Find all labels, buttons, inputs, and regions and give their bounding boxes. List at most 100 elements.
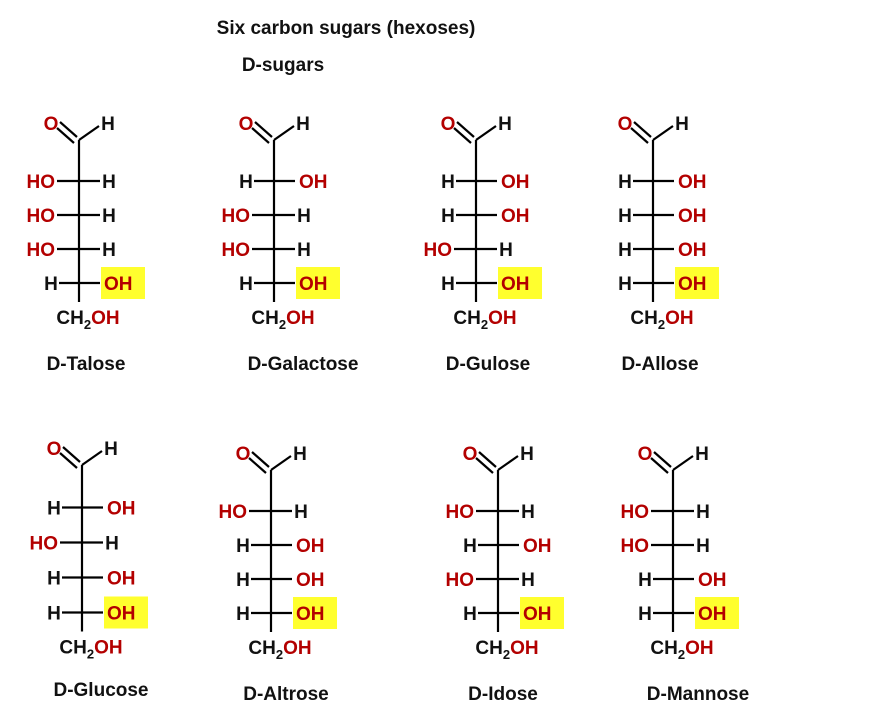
stereocenter-c3-hydroxyl: OH (523, 536, 552, 557)
aldehyde-hydrogen: H (296, 114, 310, 135)
terminal-subscript: 2 (503, 647, 510, 662)
terminal-hydroxyl: OH (94, 638, 123, 659)
terminal-subscript: 2 (276, 647, 283, 662)
stereocenter-c3-hydroxyl: HO (27, 206, 56, 227)
stereocenter-c4-hydrogen: H (297, 240, 311, 261)
terminal-ch: CH (453, 308, 480, 329)
aldehyde-oxygen: O (463, 444, 478, 465)
terminal-hydroxyl: OH (685, 638, 714, 659)
terminal-ch2oh-group: CH2OH (453, 308, 516, 332)
stereocenter-c3-hydrogen: H (297, 206, 311, 227)
stereocenter-c4-hydrogen: H (618, 240, 632, 261)
stereocenter-c2-hydroxyl: HO (621, 502, 650, 523)
double-bond-upper (251, 451, 270, 468)
aldehyde-h-bond (672, 455, 694, 471)
aldehyde-oxygen: O (618, 114, 633, 135)
aldehyde-h-bond (475, 125, 497, 141)
stereocenter-c2-hydrogen: H (618, 172, 632, 193)
terminal-hydroxyl: OH (665, 308, 694, 329)
stereocenter-c5-hydrogen: H (638, 604, 652, 625)
double-bond-upper (62, 446, 81, 463)
sugar-name: D-Gulose (446, 354, 530, 375)
terminal-ch2oh-group: CH2OH (251, 308, 314, 332)
stereocenter-c5-hydroxyl: OH (698, 604, 727, 625)
double-bond-upper (254, 121, 273, 138)
stereocenter-c5-hydroxyl: OH (104, 274, 133, 295)
stereocenter-c2-hydroxyl: HO (219, 502, 248, 523)
aldehyde-h-bond (78, 125, 100, 141)
terminal-ch2oh-group: CH2OH (650, 638, 713, 662)
stereocenter-c5-hydroxyl: OH (299, 274, 328, 295)
double-bond-lower (248, 457, 267, 474)
stereocenter-c5-hydrogen: H (44, 274, 58, 295)
stereocenter-c3-hydroxyl: OH (501, 206, 530, 227)
terminal-ch2oh-group: CH2OH (56, 308, 119, 332)
aldehyde-hydrogen: H (695, 444, 709, 465)
double-bond-lower (59, 452, 78, 469)
double-bond-upper (478, 451, 497, 468)
sugar-name: D-Altrose (243, 684, 329, 705)
stereocenter-c4-hydroxyl: OH (107, 569, 136, 590)
double-bond-lower (650, 457, 669, 474)
aldehyde-oxygen: O (44, 114, 59, 135)
terminal-hydroxyl: OH (91, 308, 120, 329)
diagram-title: Six carbon sugars (hexoses) (217, 18, 476, 39)
stereocenter-c5-hydrogen: H (236, 604, 250, 625)
sugar-name: D-Talose (47, 354, 126, 375)
terminal-hydroxyl: OH (283, 638, 312, 659)
aldehyde-hydrogen: H (498, 114, 512, 135)
stereocenter-c4-hydroxyl: HO (446, 570, 475, 591)
stereocenter-c3-hydroxyl: OH (678, 206, 707, 227)
penultimate-carbon-highlight (293, 597, 337, 629)
penultimate-carbon-highlight (520, 597, 564, 629)
aldehyde-oxygen: O (236, 444, 251, 465)
aldehyde-hydrogen: H (520, 444, 534, 465)
double-bond-lower (630, 127, 649, 144)
terminal-subscript: 2 (279, 317, 286, 332)
stereocenter-c3-hydrogen: H (236, 536, 250, 557)
terminal-ch: CH (56, 308, 83, 329)
stereocenter-c5-hydroxyl: OH (107, 604, 136, 625)
stereocenter-c2-hydroxyl: OH (299, 172, 328, 193)
penultimate-carbon-highlight (101, 267, 145, 299)
penultimate-carbon-highlight (296, 267, 340, 299)
stereocenter-c2-hydrogen: H (441, 172, 455, 193)
sugar-name: D-Galactose (248, 354, 359, 375)
penultimate-carbon-highlight (104, 596, 148, 629)
stereocenter-c2-hydroxyl: OH (678, 172, 707, 193)
aldehyde-oxygen: O (441, 114, 456, 135)
terminal-ch: CH (248, 638, 275, 659)
stereocenter-c3-hydroxyl: OH (296, 536, 325, 557)
stereocenter-c4-hydroxyl: OH (678, 240, 707, 261)
stereocenter-c3-hydrogen: H (463, 536, 477, 557)
terminal-ch2oh-group: CH2OH (630, 308, 693, 332)
stereocenter-c5-hydroxyl: OH (523, 604, 552, 625)
stereocenter-c4-hydrogen: H (638, 570, 652, 591)
terminal-subscript: 2 (87, 647, 94, 662)
stereocenter-c3-hydrogen: H (696, 536, 710, 557)
double-bond-upper (59, 121, 78, 138)
terminal-ch2oh-group: CH2OH (475, 638, 538, 662)
double-bond-lower (453, 127, 472, 144)
stereocenter-c2-hydroxyl: OH (107, 499, 136, 520)
stereocenter-c5-hydroxyl: OH (296, 604, 325, 625)
penultimate-carbon-highlight (675, 267, 719, 299)
aldehyde-hydrogen: H (293, 444, 307, 465)
aldehyde-hydrogen: H (101, 114, 115, 135)
stereocenter-c2-hydrogen: H (239, 172, 253, 193)
stereocenter-c4-hydrogen: H (47, 569, 61, 590)
terminal-hydroxyl: OH (510, 638, 539, 659)
stereocenter-c4-hydrogen: H (499, 240, 513, 261)
terminal-ch: CH (475, 638, 502, 659)
penultimate-carbon-highlight (695, 597, 739, 629)
stereocenter-c5-hydroxyl: OH (501, 274, 530, 295)
terminal-subscript: 2 (678, 647, 685, 662)
double-bond-upper (653, 451, 672, 468)
